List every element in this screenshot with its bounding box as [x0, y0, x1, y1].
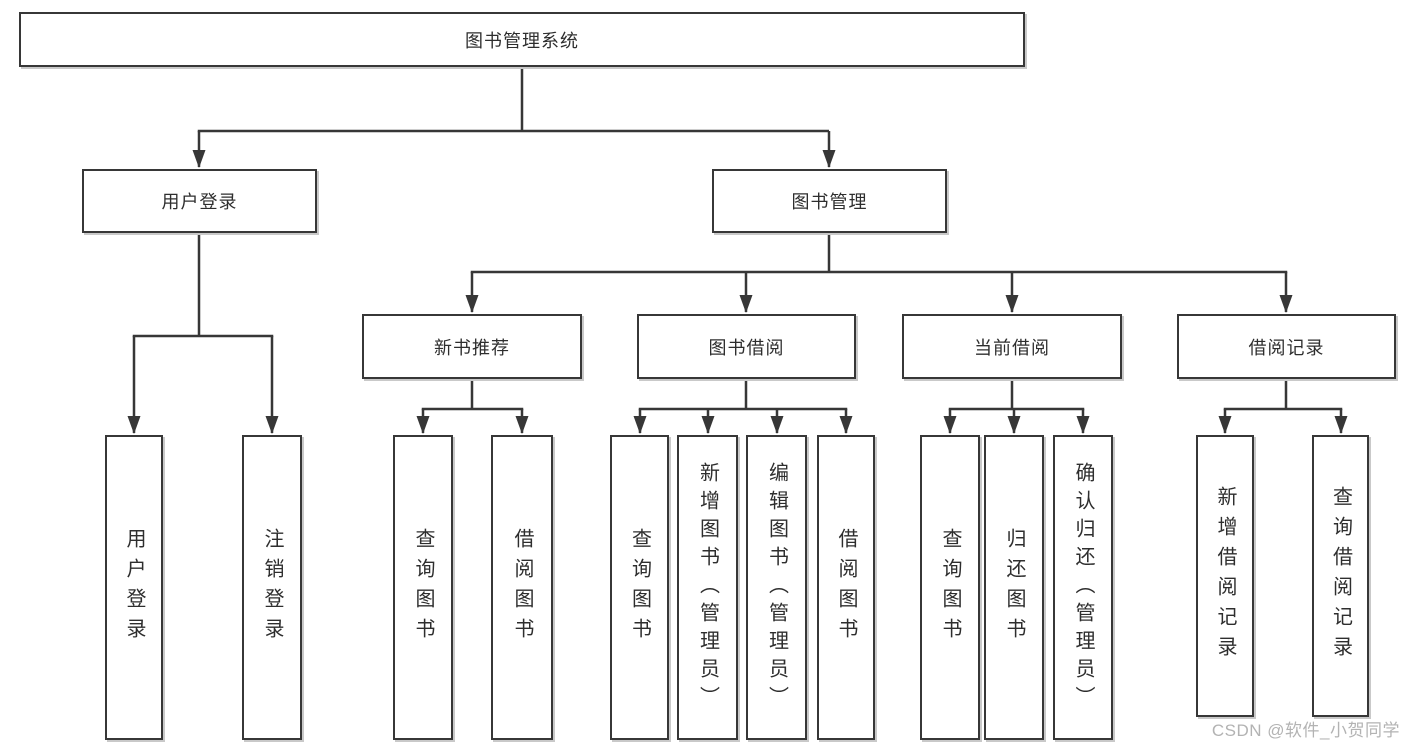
- node-book-borrowing: 图书借阅: [637, 314, 856, 379]
- node-new-book-recommendation: 新书推荐: [362, 314, 582, 379]
- node-library-management-system: 图书管理系统: [19, 12, 1025, 67]
- node-leaf-return-books: 归还图书: [984, 435, 1044, 740]
- connector-new-book-recommendation: [416, 379, 529, 434]
- node-leaf-query-books-3: 查询图书: [920, 435, 980, 740]
- node-leaf-confirm-return-admin: 确认归还（管理员）: [1053, 435, 1113, 740]
- connector-book-management: [465, 233, 1293, 313]
- node-leaf-borrow-books-2: 借阅图书: [817, 435, 875, 740]
- node-leaf-edit-books-admin: 编辑图书（管理员）: [746, 435, 807, 740]
- connector-borrowing-records: [1218, 379, 1348, 434]
- node-leaf-user-login: 用户登录: [105, 435, 163, 740]
- node-leaf-query-borrow-record: 查询借阅记录: [1312, 435, 1369, 717]
- node-user-login: 用户登录: [82, 169, 317, 233]
- node-leaf-query-books-2: 查询图书: [610, 435, 669, 740]
- node-leaf-query-books-1: 查询图书: [393, 435, 453, 740]
- connector-current-borrowing: [943, 379, 1090, 434]
- csdn-watermark: CSDN @软件_小贺同学: [1211, 721, 1400, 740]
- connector-user-login: [127, 233, 279, 434]
- node-leaf-borrow-books-1: 借阅图书: [491, 435, 553, 740]
- node-book-management: 图书管理: [712, 169, 947, 233]
- connector-root: [192, 67, 836, 168]
- node-borrowing-records: 借阅记录: [1177, 314, 1396, 379]
- node-leaf-logout: 注销登录: [242, 435, 302, 740]
- node-leaf-add-books-admin: 新增图书（管理员）: [677, 435, 738, 740]
- node-leaf-add-borrow-record: 新增借阅记录: [1196, 435, 1254, 717]
- connector-book-borrowing: [633, 379, 853, 434]
- node-current-borrowing: 当前借阅: [902, 314, 1122, 379]
